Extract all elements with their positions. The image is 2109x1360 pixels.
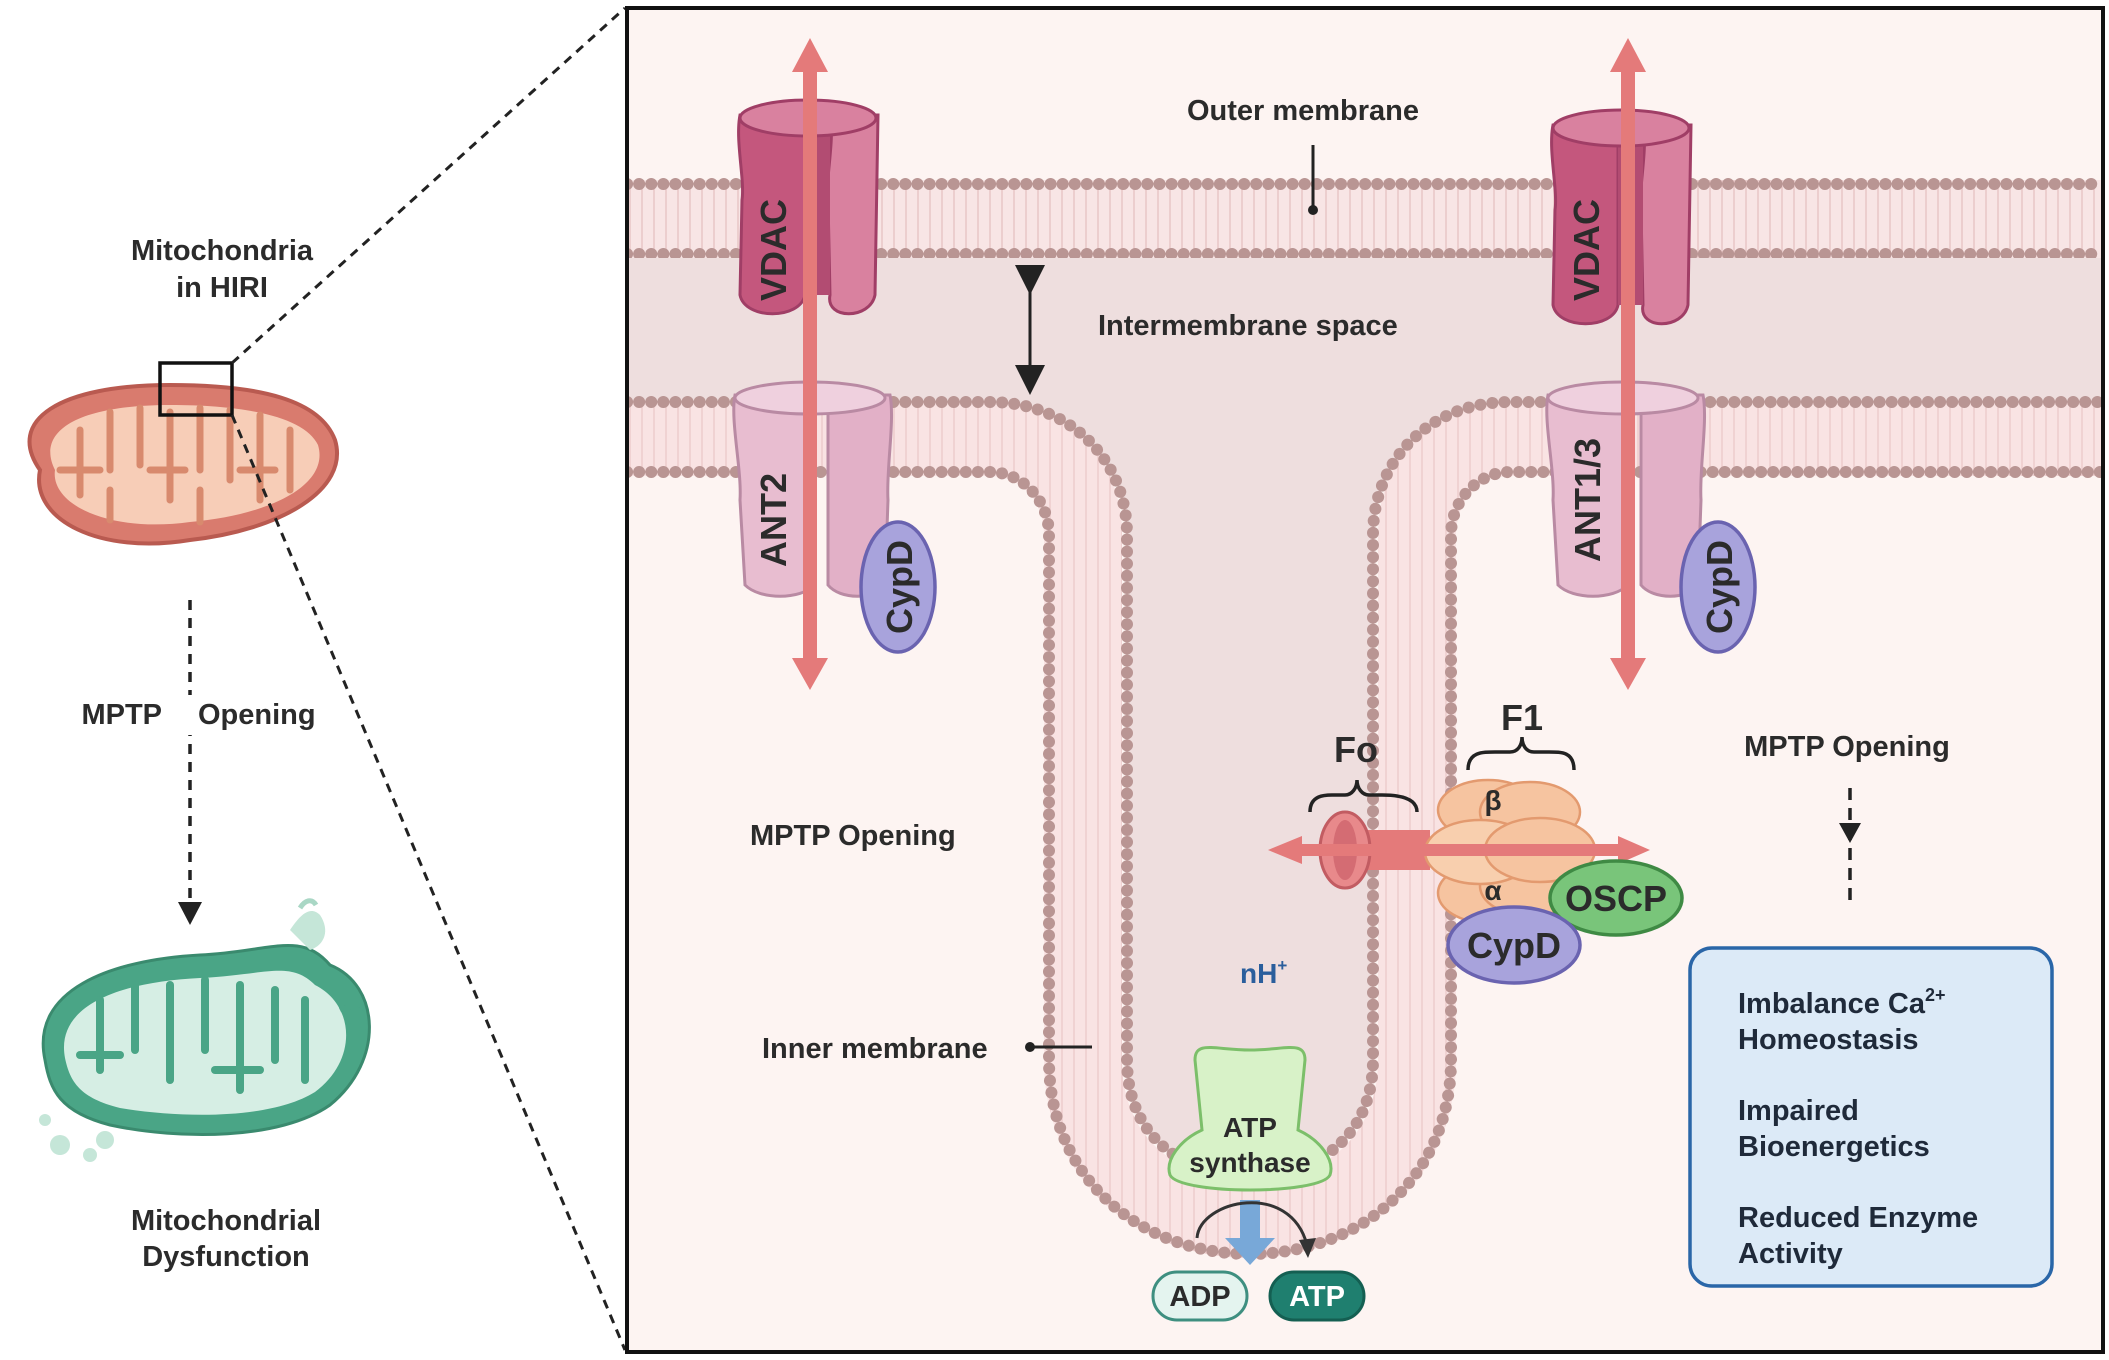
oscp-label: OSCP [1565, 878, 1667, 919]
outer-membrane-label: Outer membrane [1187, 95, 1419, 127]
nh-plus-label: nH+ [1240, 956, 1287, 989]
mptp-opening-right-label: MPTP Opening [1744, 731, 1950, 763]
left-result-line1: Mitochondrial [131, 1205, 321, 1237]
zoom-box [158, 361, 234, 417]
oscp-bubble [1548, 859, 1684, 937]
left-opening-label: Opening [198, 699, 316, 731]
beta-label: β [1484, 785, 1501, 816]
proton-flow-arrow [1240, 1200, 1260, 1240]
f1-head [1423, 778, 1597, 925]
f1fo-complex: Fo F1 β α OSCP CypD [1268, 697, 1684, 985]
atp-pill [1268, 1270, 1366, 1322]
damaged-mitochondrion-icon [39, 898, 371, 1162]
atp-label: ATP [1289, 1281, 1345, 1313]
cypd-left-label: CypD [879, 540, 920, 634]
f1-label: F1 [1501, 697, 1543, 738]
effect-1-line1: Imbalance Ca2+ [1738, 985, 1946, 1020]
mptp-opening-center-label: MPTP Opening [750, 820, 956, 852]
atp-synthase: ATP synthase ADP ATP [1151, 1046, 1366, 1322]
cypd-atp-bubble [1446, 905, 1582, 985]
vdac-left-label: VDAC [753, 199, 794, 301]
panel-border [625, 6, 2105, 1354]
ant13-label: ANT1/3 [1567, 438, 1608, 562]
effects-box: Imbalance Ca2+ Homeostasis Impaired Bioe… [1688, 946, 2054, 1288]
zoom-line-top [230, 6, 627, 365]
cypd-atp-label: CypD [1467, 925, 1561, 966]
left-result-line2: Dysfunction [142, 1241, 310, 1273]
left-panel: Mitochondria in HIRI [27, 235, 371, 1273]
left-mptp-complex: VDAC ANT2 CypD [732, 38, 937, 690]
effect-2-line2: Bioenergetics [1738, 1131, 1930, 1163]
intermembrane-space-label: Intermembrane space [1098, 310, 1398, 342]
cypd-left-bubble [859, 520, 937, 654]
left-title-line1: Mitochondria [131, 235, 314, 267]
cypd-right-bubble [1679, 520, 1757, 654]
fo-label: Fo [1334, 729, 1378, 770]
effect-2-line1: Impaired [1738, 1095, 1859, 1127]
fo-brace [1308, 779, 1419, 813]
atp-synthase-line2: synthase [1189, 1147, 1310, 1178]
adp-atp-curve-arrow [1195, 1201, 1309, 1246]
healthy-mitochondrion-icon [27, 361, 339, 546]
f1-brace [1466, 736, 1576, 771]
alpha-label: α [1484, 875, 1501, 906]
left-mptp-label: MPTP [81, 699, 162, 731]
adp-label: ADP [1169, 1281, 1230, 1313]
effect-3-line1: Reduced Enzyme [1738, 1202, 1978, 1234]
cypd-right-label: CypD [1699, 540, 1740, 634]
left-title-line2: in HIRI [176, 272, 268, 304]
atp-synthase-line1: ATP [1223, 1112, 1277, 1143]
effect-3-line2: Activity [1738, 1238, 1843, 1270]
inner-membrane-label: Inner membrane [762, 1033, 988, 1065]
ant2-label: ANT2 [753, 473, 794, 567]
adp-pill [1151, 1270, 1249, 1322]
effect-1-line2: Homeostasis [1738, 1024, 1919, 1056]
right-mptp-complex: VDAC ANT1/3 CypD [1545, 38, 1757, 690]
vdac-right-label: VDAC [1566, 199, 1607, 301]
